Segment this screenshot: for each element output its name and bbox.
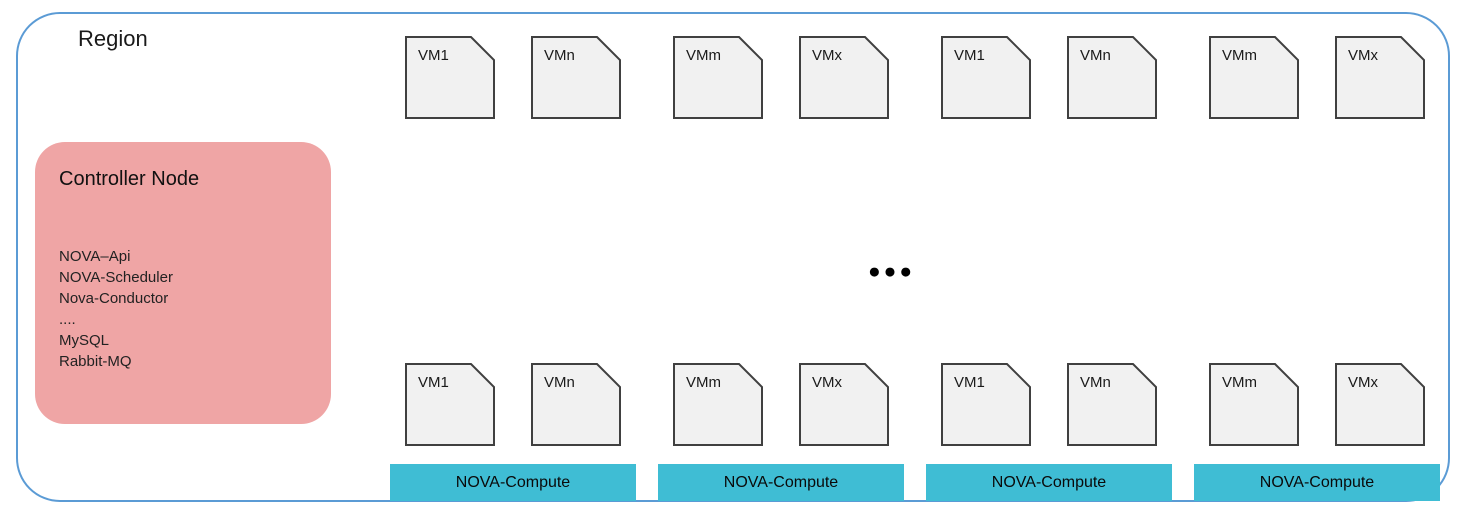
vm-row-bottom: VM1 VMn VMm VMx VM1 VMn bbox=[390, 363, 1440, 446]
vm-label: VMn bbox=[544, 374, 575, 391]
document-icon bbox=[673, 36, 763, 119]
vm-node: VMx bbox=[1335, 36, 1425, 119]
controller-service: Rabbit-MQ bbox=[59, 353, 132, 370]
document-icon bbox=[799, 36, 889, 119]
vm-group: VMm VMx bbox=[658, 363, 904, 446]
nova-compute-bar: NOVA-Compute bbox=[926, 464, 1172, 501]
region-label: Region bbox=[78, 26, 148, 51]
vm-label: VMx bbox=[812, 47, 842, 64]
vm-group: VM1 VMn bbox=[390, 36, 636, 119]
vm-label: VMm bbox=[1222, 374, 1257, 391]
vm-label: VMx bbox=[812, 374, 842, 391]
vm-node: VM1 bbox=[405, 363, 495, 446]
vm-node: VMn bbox=[1067, 363, 1157, 446]
document-icon bbox=[1335, 363, 1425, 446]
document-icon bbox=[941, 36, 1031, 119]
vm-group: VMm VMx bbox=[1194, 363, 1440, 446]
vm-group: VMm VMx bbox=[658, 36, 904, 119]
ellipsis: ●●● bbox=[868, 260, 916, 283]
vm-label: VM1 bbox=[954, 374, 985, 391]
vm-group: VM1 VMn bbox=[926, 363, 1172, 446]
document-icon bbox=[673, 363, 763, 446]
vm-label: VMm bbox=[1222, 47, 1257, 64]
vm-label: VMm bbox=[686, 374, 721, 391]
vm-label: VM1 bbox=[954, 47, 985, 64]
document-icon bbox=[531, 36, 621, 119]
nova-compute-bar: NOVA-Compute bbox=[1194, 464, 1440, 501]
vm-node: VM1 bbox=[405, 36, 495, 119]
document-icon bbox=[1209, 36, 1299, 119]
controller-service: NOVA-Scheduler bbox=[59, 269, 173, 286]
controller-service: Nova-Conductor bbox=[59, 290, 169, 307]
vm-node: VMx bbox=[799, 36, 889, 119]
controller-node: Controller Node NOVA–Api NOVA-Scheduler … bbox=[35, 142, 331, 424]
document-icon bbox=[799, 363, 889, 446]
compute-row: NOVA-Compute NOVA-Compute NOVA-Compute N… bbox=[390, 464, 1440, 501]
controller-service: .... bbox=[59, 311, 76, 328]
document-icon bbox=[1067, 363, 1157, 446]
vm-group: VM1 VMn bbox=[926, 36, 1172, 119]
vm-label: VMx bbox=[1348, 47, 1378, 64]
document-icon bbox=[1335, 36, 1425, 119]
controller-service-list: NOVA–Api NOVA-Scheduler Nova-Conductor .… bbox=[59, 246, 173, 372]
document-icon bbox=[531, 363, 621, 446]
vm-node: VMm bbox=[673, 36, 763, 119]
controller-service: NOVA–Api bbox=[59, 248, 131, 265]
vm-node: VMm bbox=[1209, 36, 1299, 119]
vm-label: VMn bbox=[1080, 374, 1111, 391]
vm-label: VMx bbox=[1348, 374, 1378, 391]
controller-service: MySQL bbox=[59, 332, 110, 349]
vm-node: VMm bbox=[673, 363, 763, 446]
vm-label: VMn bbox=[1080, 47, 1111, 64]
vm-node: VMx bbox=[799, 363, 889, 446]
nova-compute-bar: NOVA-Compute bbox=[658, 464, 904, 501]
vm-node: VM1 bbox=[941, 363, 1031, 446]
vm-node: VMn bbox=[531, 363, 621, 446]
document-icon bbox=[1209, 363, 1299, 446]
vm-node: VMm bbox=[1209, 363, 1299, 446]
vm-group: VM1 VMn bbox=[390, 363, 636, 446]
document-icon bbox=[405, 363, 495, 446]
vm-label: VM1 bbox=[418, 374, 449, 391]
nova-compute-bar: NOVA-Compute bbox=[390, 464, 636, 501]
vm-group: VMm VMx bbox=[1194, 36, 1440, 119]
vm-row-top: VM1 VMn VMm VMx VM1 VMn bbox=[390, 36, 1440, 119]
vm-node: VMn bbox=[1067, 36, 1157, 119]
document-icon bbox=[941, 363, 1031, 446]
document-icon bbox=[405, 36, 495, 119]
vm-label: VM1 bbox=[418, 47, 449, 64]
vm-label: VMn bbox=[544, 47, 575, 64]
vm-node: VMn bbox=[531, 36, 621, 119]
vm-node: VM1 bbox=[941, 36, 1031, 119]
controller-node-title: Controller Node bbox=[59, 168, 200, 190]
vm-label: VMm bbox=[686, 47, 721, 64]
vm-node: VMx bbox=[1335, 363, 1425, 446]
document-icon bbox=[1067, 36, 1157, 119]
